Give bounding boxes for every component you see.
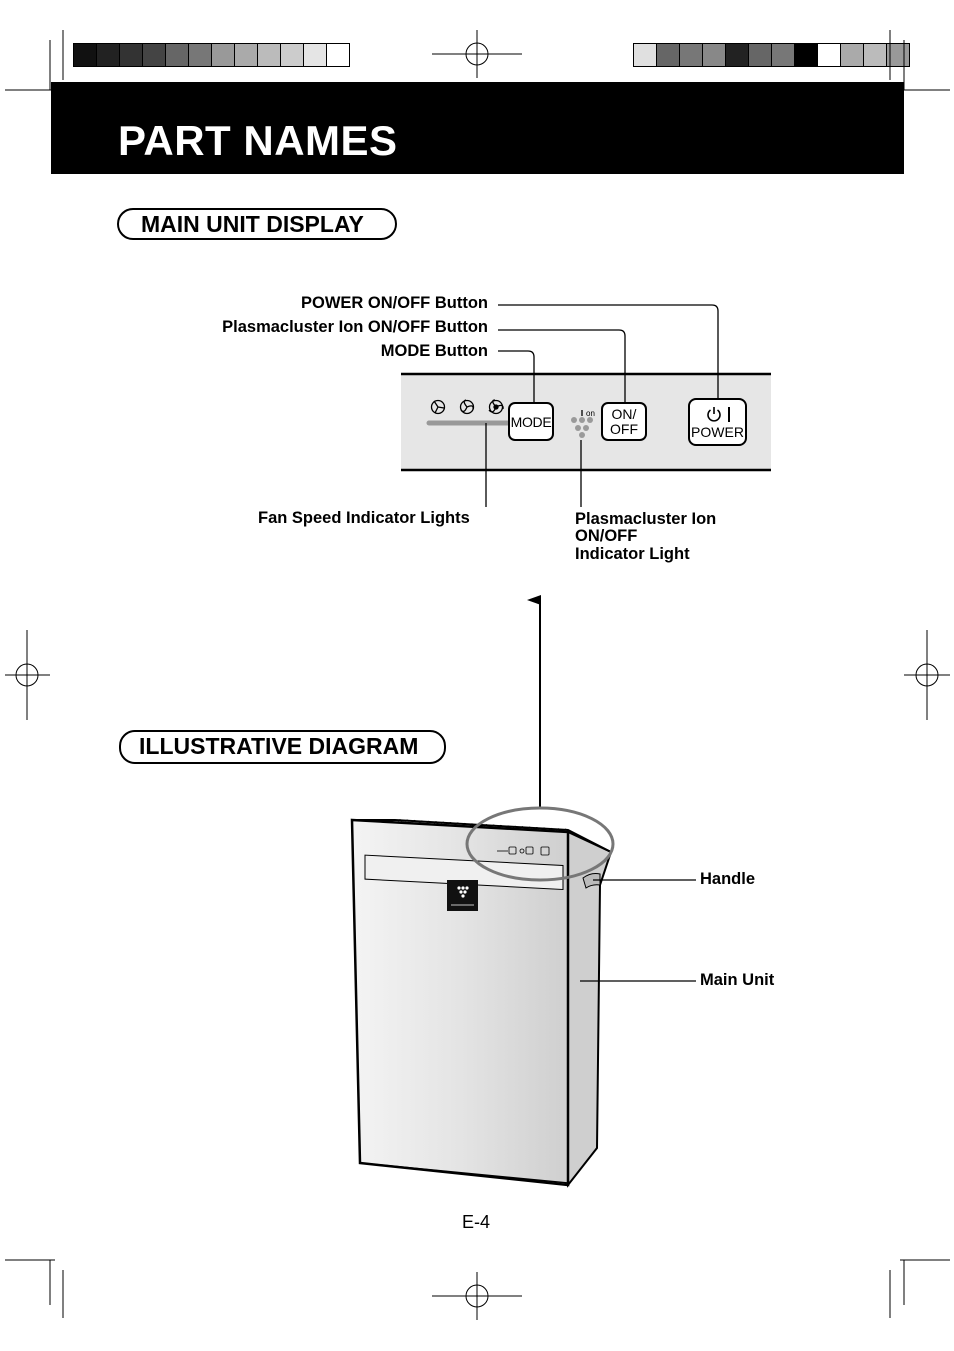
color-bar-right [633, 43, 910, 67]
label-main-unit: Main Unit [700, 971, 775, 989]
label-power-button: POWER ON/OFF Button [301, 294, 488, 312]
grille-bump [469, 823, 475, 826]
color-bar-left [73, 43, 350, 67]
color-swatch [840, 44, 863, 66]
color-swatch [725, 44, 748, 66]
mini-display [497, 846, 550, 856]
air-purifier-illustration [350, 806, 615, 1188]
grille-bump [491, 824, 497, 827]
color-swatch [794, 44, 817, 66]
label-mode-button: MODE Button [380, 342, 488, 360]
label-ion-light-line3: Indicator Light [575, 545, 690, 563]
color-swatch [702, 44, 725, 66]
color-swatch [280, 44, 303, 66]
grille-bump [519, 826, 525, 829]
plasmacluster-ion-icon [571, 417, 593, 438]
grille-bump [541, 827, 547, 830]
grille-bump [447, 822, 453, 825]
title-banner [51, 82, 894, 174]
color-swatch [771, 44, 794, 66]
ion-onoff-button[interactable]: ON/ OFF [601, 402, 647, 441]
registration-target-bottom [432, 1272, 522, 1320]
grille-bump [548, 827, 554, 831]
ion-on-small-text: on [586, 409, 595, 418]
section-illustrative-diagram: ILLUSTRATIVE DIAGRAM [119, 730, 446, 764]
color-swatch [96, 44, 119, 66]
page-title: PART NAMES [118, 117, 398, 164]
color-swatch [234, 44, 257, 66]
color-swatch [142, 44, 165, 66]
onoff-label-line2: OFF [610, 420, 638, 437]
registration-target-left [5, 630, 50, 720]
grille-bump [512, 825, 518, 829]
grille-bump [555, 828, 561, 831]
fan-high-icon [488, 399, 504, 415]
grille-bump [563, 828, 569, 832]
page-number: E-4 [462, 1212, 491, 1232]
grille-bump [505, 825, 511, 828]
grille-bump [498, 824, 504, 828]
color-swatch [634, 44, 656, 66]
mode-button[interactable]: MODE [508, 402, 554, 441]
leader-lines-display [485, 304, 719, 507]
color-swatch [257, 44, 280, 66]
grille-bump [455, 822, 461, 825]
color-swatch [188, 44, 211, 66]
color-swatch [119, 44, 142, 66]
label-ion-light-line2: ON/OFF [575, 527, 638, 545]
color-swatch [817, 44, 840, 66]
color-swatch [165, 44, 188, 66]
label-fan-speed-lights: Fan Speed Indicator Lights [258, 509, 470, 527]
leader-lines-diagram [580, 879, 696, 982]
grille-bump [534, 827, 540, 830]
label-handle: Handle [700, 870, 756, 888]
grille-bump [411, 819, 417, 823]
color-swatch [326, 44, 349, 66]
mode-button-label: MODE [510, 413, 552, 430]
crop-marks [5, 30, 950, 1318]
grille-bump [426, 820, 432, 824]
color-swatch [211, 44, 234, 66]
grille-bump [397, 819, 403, 822]
grille-bump [462, 822, 468, 826]
grille-bump [440, 821, 446, 825]
color-swatch [679, 44, 702, 66]
grille-bump [483, 824, 489, 827]
registration-target-top [432, 30, 522, 78]
section-main-unit-display: MAIN UNIT DISPLAY [117, 208, 397, 240]
grille-bump [527, 826, 533, 830]
registration-target-right [904, 630, 950, 720]
grille-bump [419, 820, 425, 823]
color-swatch [74, 44, 96, 66]
power-icon [706, 404, 730, 424]
highlight-ellipse [465, 806, 615, 882]
fan-medium-icon [459, 399, 475, 415]
fan-low-icon [430, 399, 446, 415]
label-ion-button: Plasmacluster Ion ON/OFF Button [222, 318, 488, 336]
color-swatch [748, 44, 771, 66]
color-swatch [886, 44, 909, 66]
title-banner-edge [894, 82, 904, 174]
power-button-label: POWER [691, 424, 744, 440]
onoff-label-line1: ON/ [611, 405, 637, 422]
grille-bump [433, 821, 439, 824]
power-button[interactable]: POWER [688, 398, 747, 446]
color-swatch [303, 44, 326, 66]
label-ion-light-line1: Plasmacluster Ion [575, 510, 717, 528]
grille-bump [404, 819, 410, 822]
color-swatch [863, 44, 886, 66]
color-swatch [656, 44, 679, 66]
